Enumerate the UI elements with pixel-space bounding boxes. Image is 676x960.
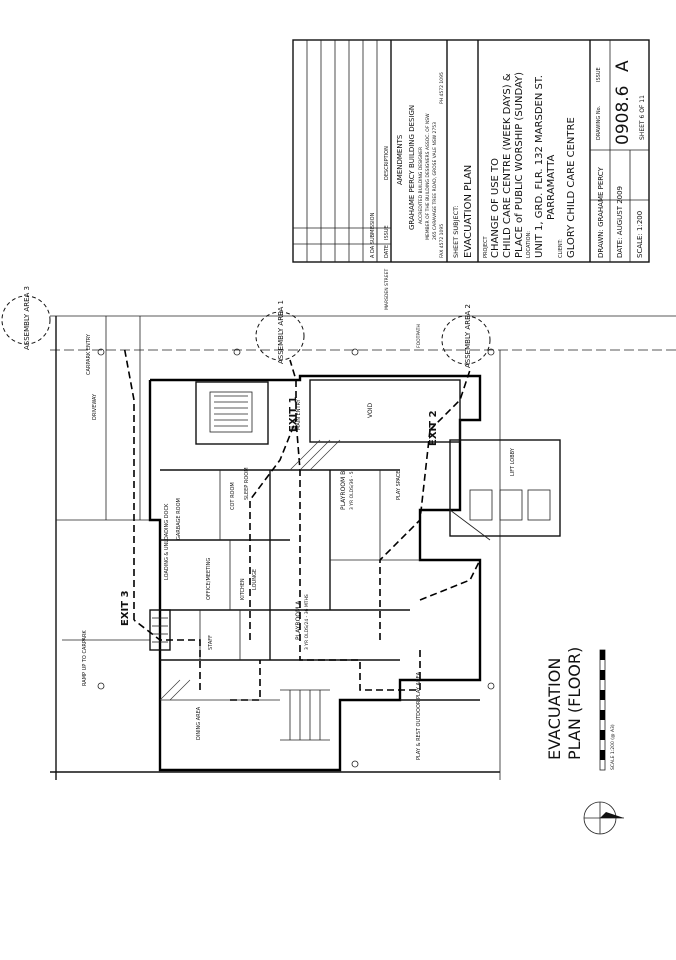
plan-heading-line2: PLAN (FLOOR) (565, 647, 584, 760)
room-lounge: LOUNGE (252, 569, 258, 590)
designer-line3: 265 CARAVAGE TREE ROAD, GROSE VALE NSW 2… (432, 122, 438, 240)
drawing-date: DATE: AUGUST 2009 (616, 186, 624, 258)
drawing-no-label: DRAWING No. (596, 105, 602, 140)
client-label: CLIENT: (558, 239, 564, 258)
sheet-subject-label: SHEET SUBJECT: (452, 205, 460, 258)
room-cot: COT ROOM (230, 482, 236, 510)
issue-label: ISSUE (596, 67, 602, 82)
exit-2-label: EXIT 2 (428, 410, 439, 446)
room-sleep: SLEEP ROOM (244, 467, 250, 500)
plan-heading-line1: EVACUATION (545, 658, 564, 760)
exits: EXIT 1 EXIT 2 EXIT 3 (120, 396, 439, 626)
street-label: MARSDEN STREET (384, 269, 390, 310)
room-staff: STAFF (208, 635, 214, 650)
client-name: GLORY CHILD CARE CENTRE (566, 117, 577, 258)
footpath-label: FOOTPATH (416, 324, 422, 348)
designer-ph: PH 4572 1095 (439, 72, 445, 104)
designer-name: GRAHAME PERCY BUILDING DESIGN (408, 105, 416, 230)
building-walls: VOID LIFT LOBBY (148, 374, 561, 772)
site-boundaries: MARSDEN STREET FOOTPATH DRIVEWAY CARPARK… (50, 269, 676, 780)
project-line3: PLACE of PUBLIC WORSHIP (SUNDAY) (514, 72, 525, 258)
exit-1-label: EXIT 1 (288, 396, 299, 432)
room-labels: PLAYROOM A 3 YR OLDS/24 - 36 MTHS PLAYRO… (164, 398, 422, 760)
scale-bar-label: SCALE 1:200 (@ A3) (610, 724, 616, 770)
drawing-no: 0908.6 (613, 86, 633, 145)
amend-col-description: DESCRIPTION (384, 146, 390, 180)
room-playroom-b-sub: 3 YR OLDS/36 - 5 (349, 471, 355, 510)
project-line2: CHILD CARE CENTRE (WEEK DAYS) & (502, 73, 513, 258)
room-office: OFFICE/MEETING (206, 558, 212, 600)
room-outdoor: PLAY & REST OUTDOOR PLAY AREA (416, 671, 422, 760)
amend-row: A DA SUBMISSION (370, 212, 376, 258)
project-line1: CHANGE OF USE TO (490, 158, 501, 258)
north-arrow-icon (583, 801, 624, 835)
assembly-area-3-circle (1, 295, 51, 345)
room-void: VOID (367, 403, 374, 418)
drawn-by: DRAWN: GRAHAME PERCY (597, 166, 605, 258)
room-garbage: GARBAGE ROOM (176, 498, 182, 540)
issue-letter: A (613, 60, 633, 72)
amend-col-issue: ISSUE (384, 225, 390, 240)
room-playroom-b: PLAYROOM B (340, 471, 347, 510)
designer-line1: ACCREDITED BUILDING DESIGNER (418, 147, 424, 224)
carpark-entry-label: CARPARK ENTRY (86, 333, 92, 375)
location-line1: UNIT 1, GRD. FLR. 132 MARSDEN ST. (534, 75, 545, 258)
room-playroom-a-sub: 3 YR OLDS/24 - 36 MTHS (304, 594, 310, 650)
scale-bar: SCALE 1:200 (@ A3) (599, 649, 616, 771)
assembly-areas: ASSEMBLY AREA 1 ASSEMBLY AREA 2 ASSEMBLY… (1, 286, 491, 368)
room-loading: LOADING & UNLOADING DOCK (164, 503, 170, 580)
ramp-label: RAMP UP TO CARPARK (82, 630, 88, 686)
assembly-area-2-circle (441, 315, 491, 365)
assembly-area-2-label: ASSEMBLY AREA 2 (464, 304, 472, 368)
stair-hatching (159, 439, 341, 701)
plan-heading: EVACUATION PLAN (FLOOR) (545, 647, 584, 760)
designer-line2: MEMBER OF THE BUILDING DESIGNERS ASSOC. … (425, 113, 431, 240)
room-play-space: PLAY SPACE (396, 471, 402, 500)
driveway-label: DRIVEWAY (92, 393, 98, 420)
room-kitchen: KITCHEN (240, 578, 246, 600)
assembly-area-1-label: ASSEMBLY AREA 1 (277, 300, 285, 364)
room-dining: DINING AREA (196, 706, 202, 740)
amendments-heading: AMENDMENTS (396, 134, 404, 185)
main-entry-label: MAIN ENTRY (296, 398, 302, 430)
location-line2: PARRAMATTA (546, 154, 557, 220)
amend-col-date: DATE (384, 245, 390, 258)
assembly-area-3-label: ASSEMBLY AREA 3 (23, 286, 31, 350)
room-lift-lobby: LIFT LOBBY (510, 447, 516, 476)
sheet-subject: EVACUATION PLAN (463, 165, 474, 258)
title-block: DATE ISSUE DESCRIPTION A DA SUBMISSION A… (292, 39, 650, 263)
exit-3-label: EXIT 3 (120, 590, 131, 626)
assembly-area-1-circle (255, 311, 305, 361)
room-playroom-a: PLAYROOM A (295, 600, 302, 640)
drawing-scale: SCALE: 1:200 (636, 211, 644, 258)
sheet-number: SHEET 6 OF 11 (639, 95, 646, 140)
project-label: PROJECT (483, 235, 489, 258)
location-label: LOCATION: (526, 231, 532, 258)
designer-fax: FAX 4572 1095 (439, 224, 445, 258)
